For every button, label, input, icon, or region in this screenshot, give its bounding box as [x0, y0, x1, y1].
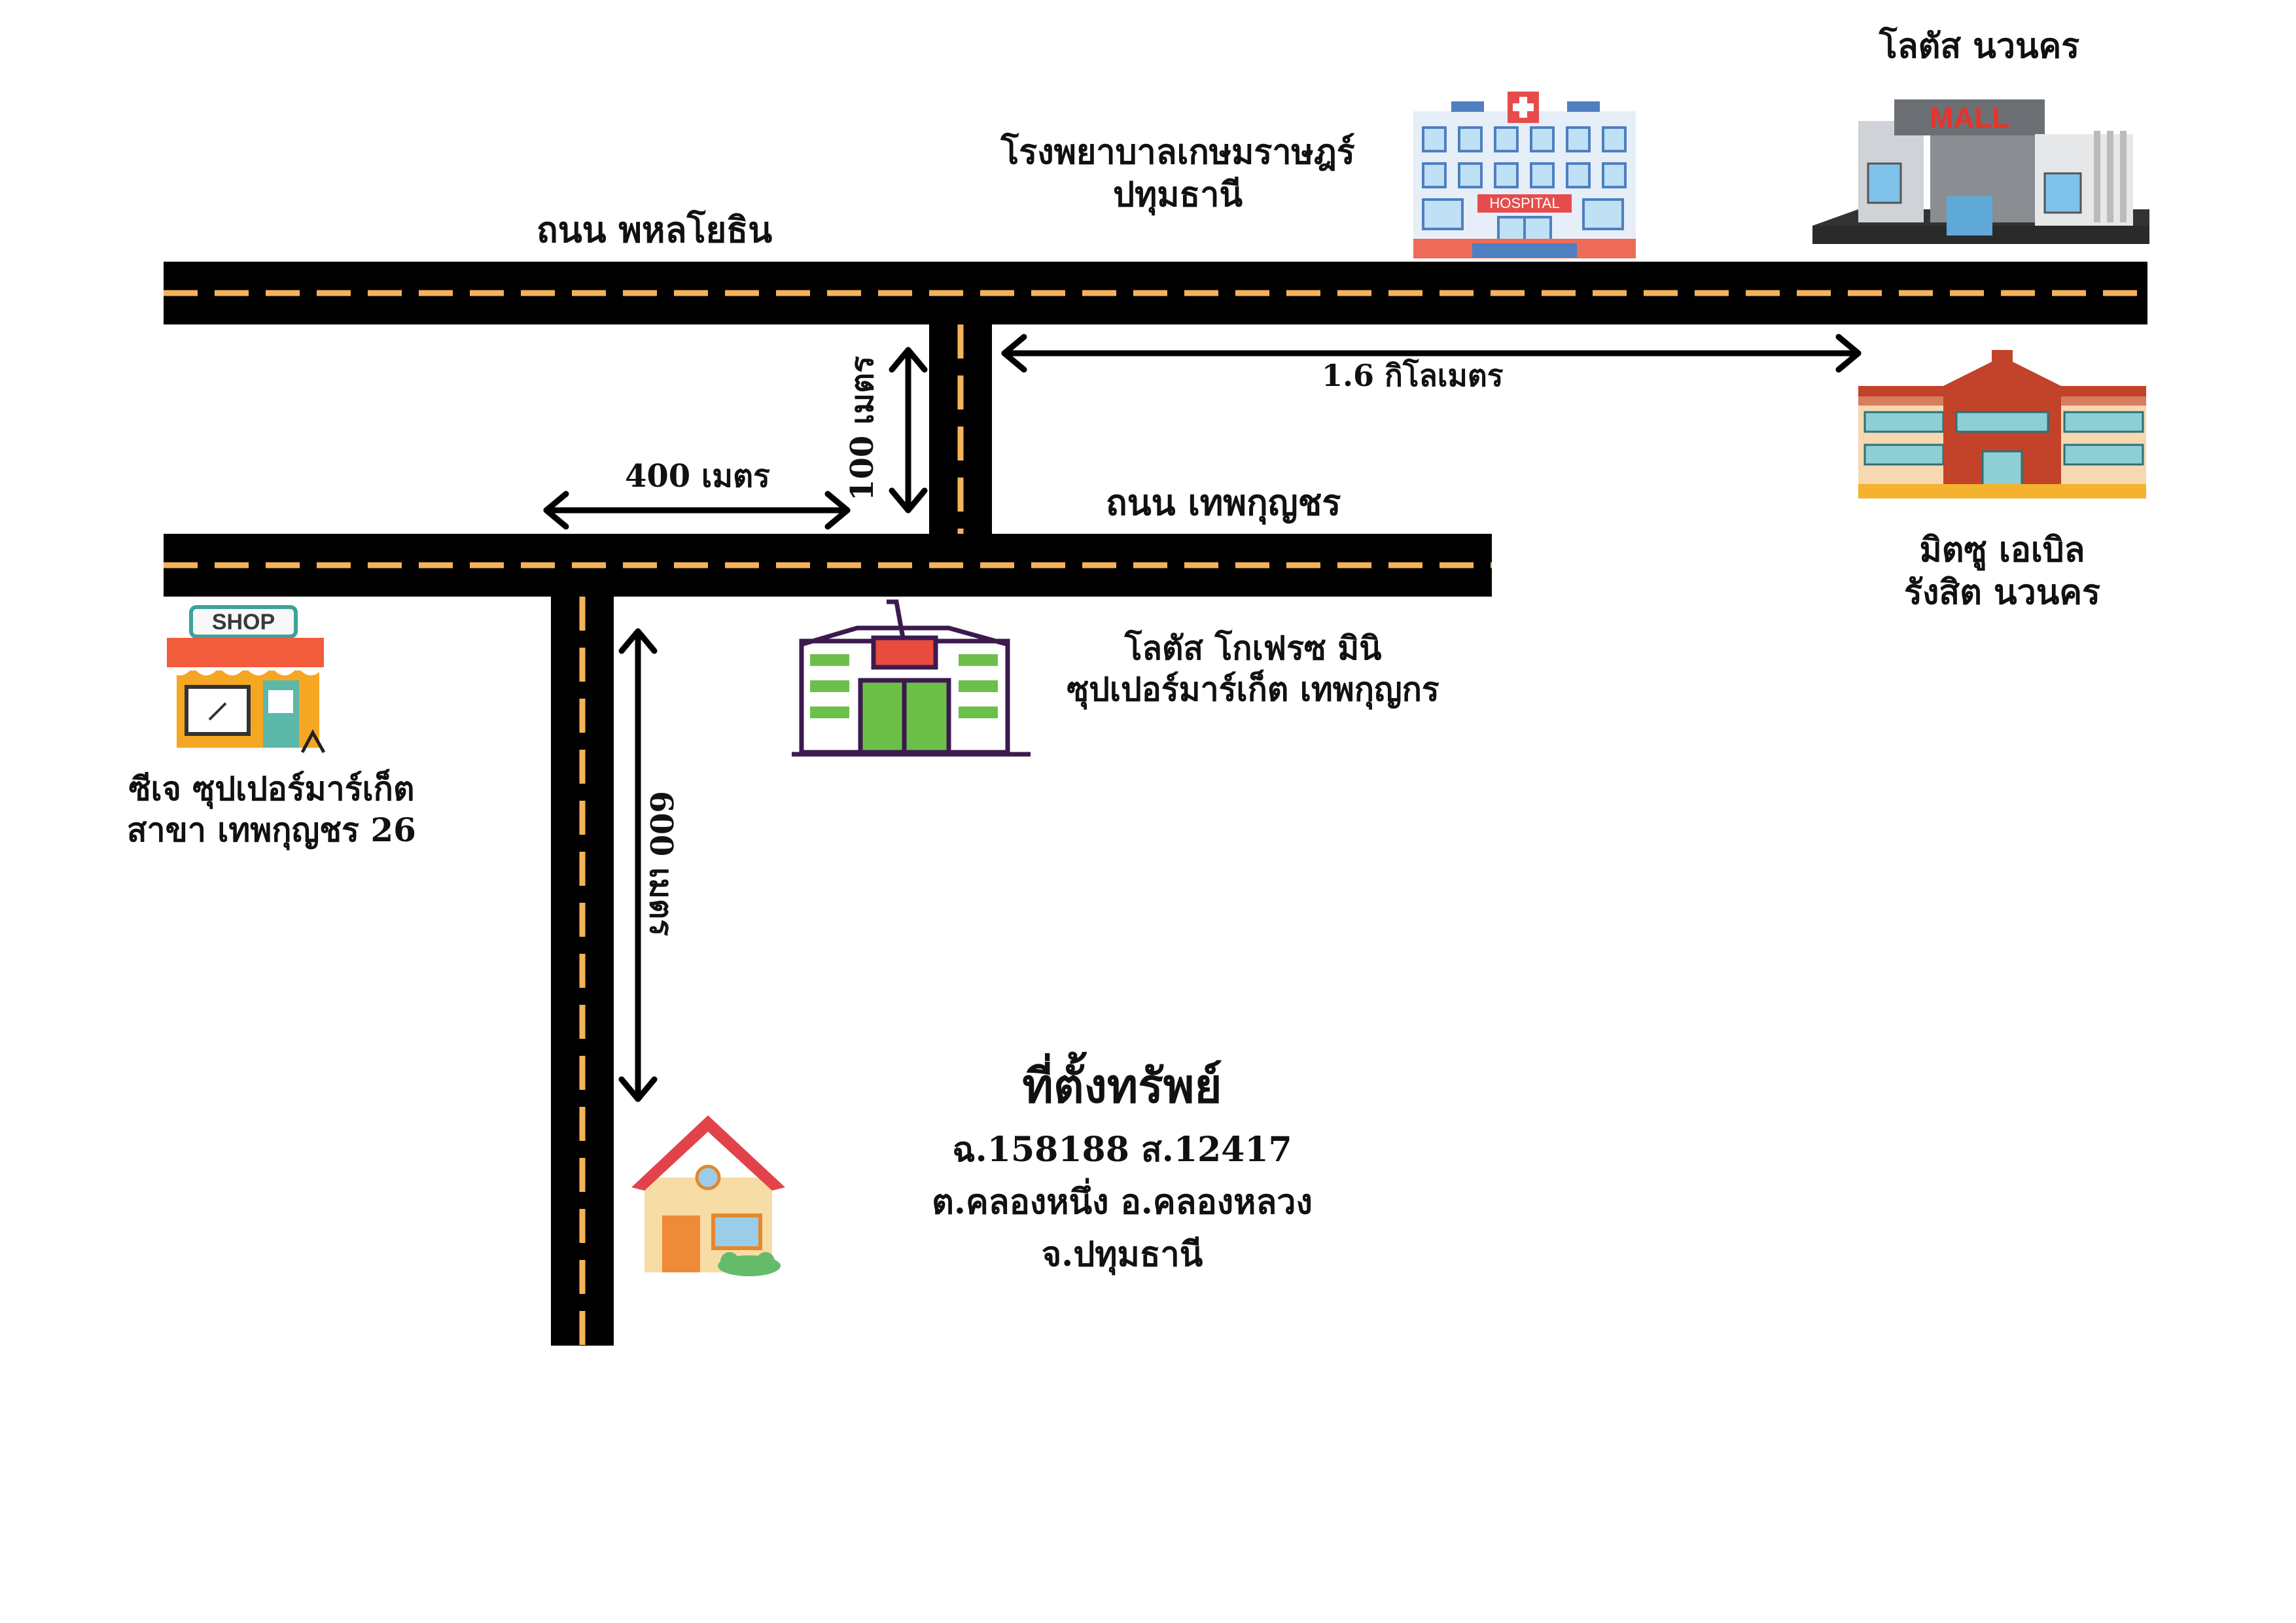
- distance-label-to-junction: 400 เมตร: [625, 458, 770, 495]
- school-name-line2: รังสิต นวนคร: [1904, 572, 2100, 612]
- distance-label-to-property: 600 เมตร: [643, 791, 679, 936]
- property-deed-number: ฉ.158188 ส.12417: [952, 1130, 1292, 1170]
- distance-label-to-mall: 1.6 กิโลเมตร: [1322, 358, 1504, 393]
- property-area: ต.คลองหนึ่ง อ.คลองหลวง: [932, 1182, 1313, 1222]
- lotus-mini-name-line1: โลตัส โกเฟรซ มินิ: [1124, 629, 1382, 667]
- cj-shop-name-line2: สาขา เทพกุญชร 26: [127, 810, 416, 849]
- place-label-lotus-mini: โลตัส โกเฟรซ มินิ ซุปเปอร์มาร์เก็ต เทพกุ…: [1067, 628, 1439, 710]
- shop-sign: SHOP: [212, 610, 275, 635]
- hospital-sign: HOSPITAL: [1489, 195, 1559, 211]
- hospital-name-line1: โรงพยาบาลเกษมราษฎร์: [1000, 132, 1355, 172]
- place-label-mall: โลตัส นวนคร: [1879, 26, 2080, 66]
- arrow-to-mall: [1001, 334, 1862, 373]
- road-connector: [929, 324, 992, 534]
- arrow-to-junction: [543, 491, 851, 530]
- hospital-icon: HOSPITAL: [1413, 92, 1636, 258]
- grocery-store-icon: [792, 599, 1031, 757]
- road-thepkunchon: [164, 534, 1492, 597]
- school-building-icon: [1858, 350, 2146, 498]
- mall-icon: MALL: [1812, 99, 2149, 244]
- place-label-cj-shop: ซีเจ ซุปเปอร์มาร์เก็ต สาขา เทพกุญชร 26: [127, 769, 416, 850]
- school-name-line1: มิตซู เอเบิล: [1919, 530, 2085, 570]
- property-province: จ.ปทุมธานี: [1041, 1234, 1203, 1274]
- place-label-school: มิตซู เอเบิล รังสิต นวนคร: [1904, 529, 2100, 614]
- arrow-to-property: [618, 628, 658, 1102]
- road-phahonyothin: [164, 262, 2147, 324]
- arrow-connector: [889, 347, 928, 514]
- road-label-phahonyothin: ถนน พหลโยธิน: [537, 209, 773, 251]
- place-label-hospital: โรงพยาบาลเกษมราษฎร์ ปทุมธานี: [1000, 131, 1354, 216]
- road-label-thepkunchon: ถนน เทพกุญชร: [1106, 481, 1341, 523]
- distance-label-connector: 100 เมตร: [844, 356, 881, 501]
- cj-shop-name-line1: ซีเจ ซุปเปอร์มาร์เก็ต: [128, 769, 415, 808]
- house-icon: [631, 1115, 785, 1276]
- hospital-name-line2: ปทุมธานี: [1112, 175, 1243, 215]
- lotus-mini-name-line2: ซุปเปอร์มาร์เก็ต เทพกุญกร: [1067, 669, 1439, 708]
- property-title: ที่ตั้งทรัพย์: [1022, 1058, 1222, 1113]
- mall-sign: MALL: [1930, 102, 2009, 134]
- shop-icon: SHOP: [167, 605, 326, 754]
- road-soi: [551, 597, 614, 1346]
